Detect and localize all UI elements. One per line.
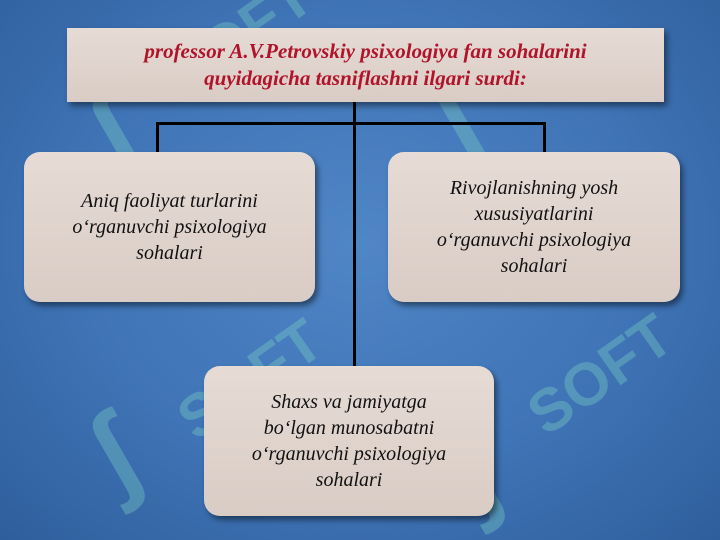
connector-horizontal	[156, 122, 546, 125]
child-node-bottom-label: Shaxs va jamiyatga bo‘lgan munosabatni o…	[251, 391, 447, 491]
child-node-left: Aniq faoliyat turlarini o‘rganuvchi psix…	[24, 152, 315, 302]
connector-right-drop	[543, 122, 546, 152]
child-node-right: Rivojlanishning yosh xususiyatlarini o‘r…	[388, 152, 680, 302]
watermark-logo: SOFT	[515, 301, 685, 448]
connector-left-drop	[156, 122, 159, 152]
child-node-bottom: Shaxs va jamiyatga bo‘lgan munosabatni o…	[204, 366, 494, 516]
child-node-left-label: Aniq faoliyat turlarini o‘rganuvchi psix…	[72, 190, 267, 264]
child-node-right-label: Rivojlanishning yosh xususiyatlarini o‘r…	[436, 177, 632, 277]
connector-vertical-main	[353, 102, 356, 366]
root-node-label: professor A.V.Petrovskiy psixologiya fan…	[144, 39, 587, 90]
root-node: professor A.V.Petrovskiy psixologiya fan…	[67, 28, 664, 102]
watermark-logo: ʃ	[66, 391, 160, 516]
